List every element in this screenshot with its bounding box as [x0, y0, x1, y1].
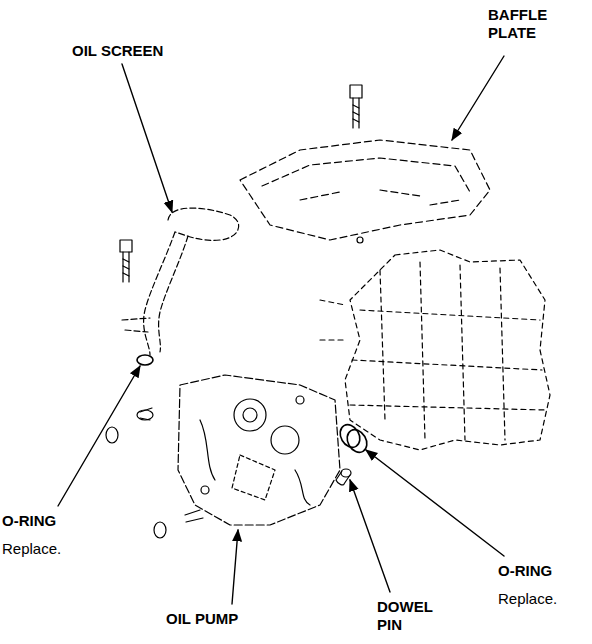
o-ring: [336, 421, 371, 456]
note: Replace.: [498, 590, 588, 608]
part-name: OIL PUMP: [166, 610, 276, 628]
bolt: [120, 240, 132, 282]
part-name: O-RING: [2, 512, 92, 530]
oil-screen: [122, 208, 239, 355]
bolt: [350, 85, 362, 128]
leader-line: [58, 56, 504, 604]
oil-pump: [178, 375, 340, 525]
part-name: O-RING: [498, 562, 588, 580]
dowel-pin: [336, 469, 351, 485]
plug: [106, 408, 203, 538]
part-name: BAFFLE PLATE: [488, 6, 568, 42]
part-name: OIL SCREEN: [72, 42, 212, 60]
part-name: DOWEL PIN: [377, 598, 437, 634]
o-ring: [137, 355, 153, 365]
engine-block: [320, 250, 550, 450]
baffle-plate: [240, 140, 490, 243]
note: Replace.: [2, 540, 92, 558]
